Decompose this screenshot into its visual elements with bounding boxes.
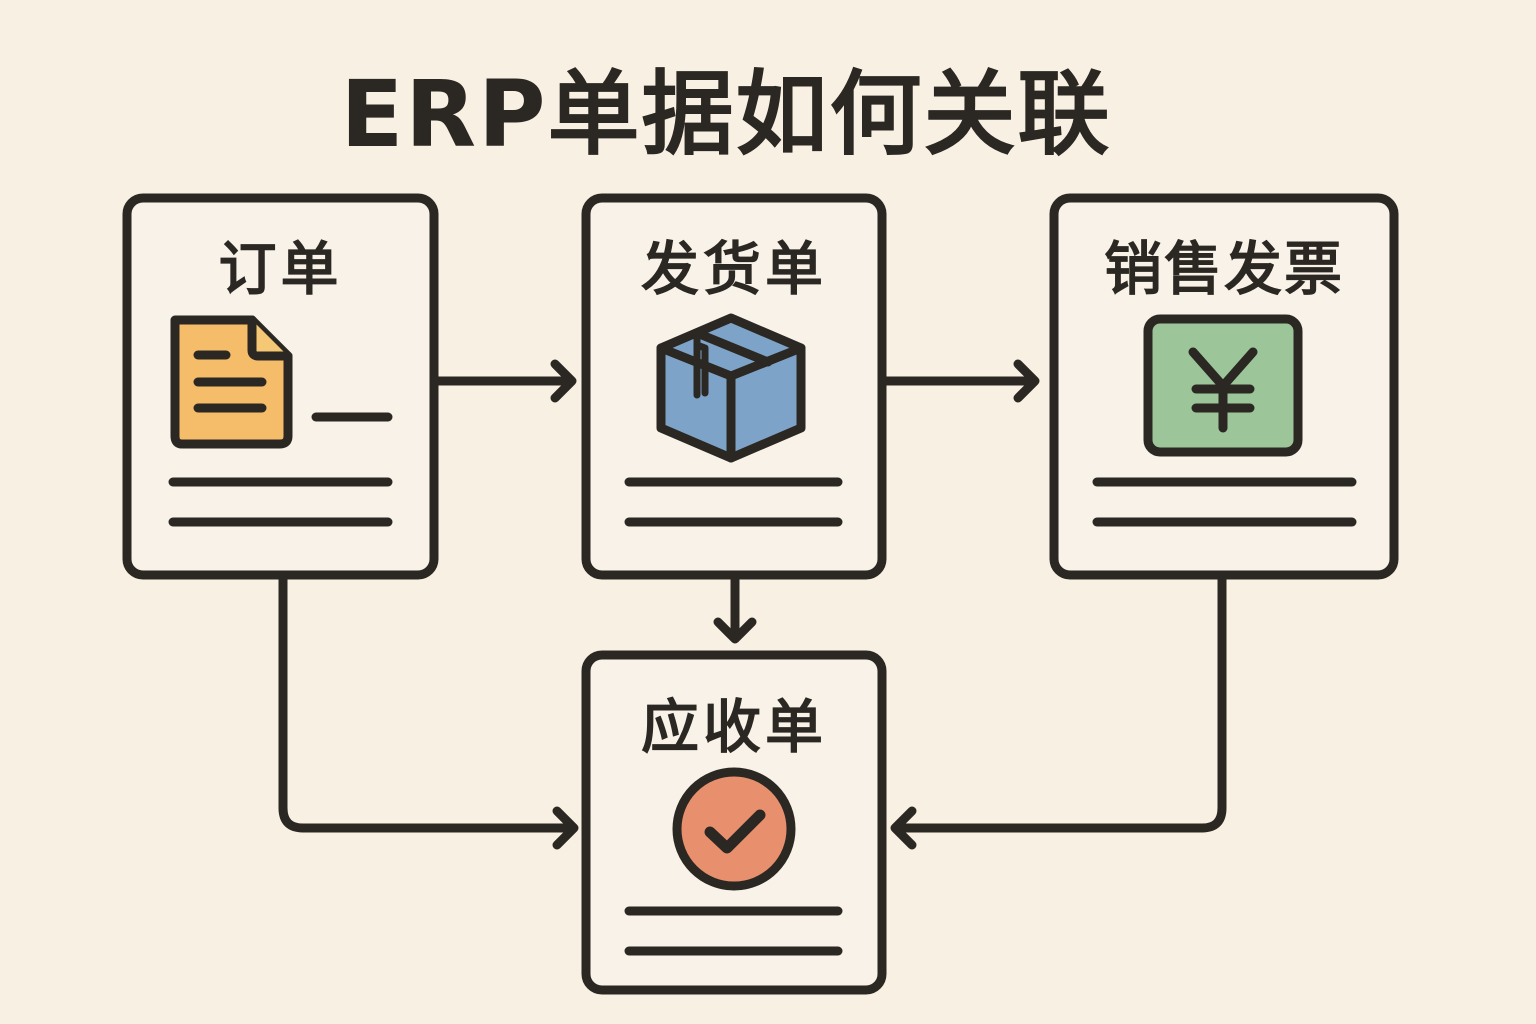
package-box-icon <box>656 313 806 463</box>
checkmark-circle-icon <box>672 767 796 891</box>
order-card-label: 订单 <box>218 235 343 303</box>
diagram-title: ERP单据如何关联 <box>340 61 1112 168</box>
edge-order-to-receivable <box>278 571 579 850</box>
order-text-lines <box>168 412 393 527</box>
document-icon <box>170 315 293 449</box>
receivable-card-label: 应收单 <box>640 693 827 761</box>
edge-delivery-to-invoice <box>878 359 1040 403</box>
edge-order-to-delivery <box>431 359 577 403</box>
invoice-card-label: 销售发票 <box>1103 235 1344 303</box>
yen-currency-icon <box>1143 314 1303 457</box>
delivery-card-label: 发货单 <box>640 235 827 303</box>
invoice-text-lines <box>1092 477 1357 527</box>
delivery-text-lines <box>624 477 843 527</box>
edge-delivery-to-receivable <box>713 571 757 644</box>
edge-invoice-to-receivable <box>890 571 1227 850</box>
receivable-text-lines <box>624 906 843 956</box>
